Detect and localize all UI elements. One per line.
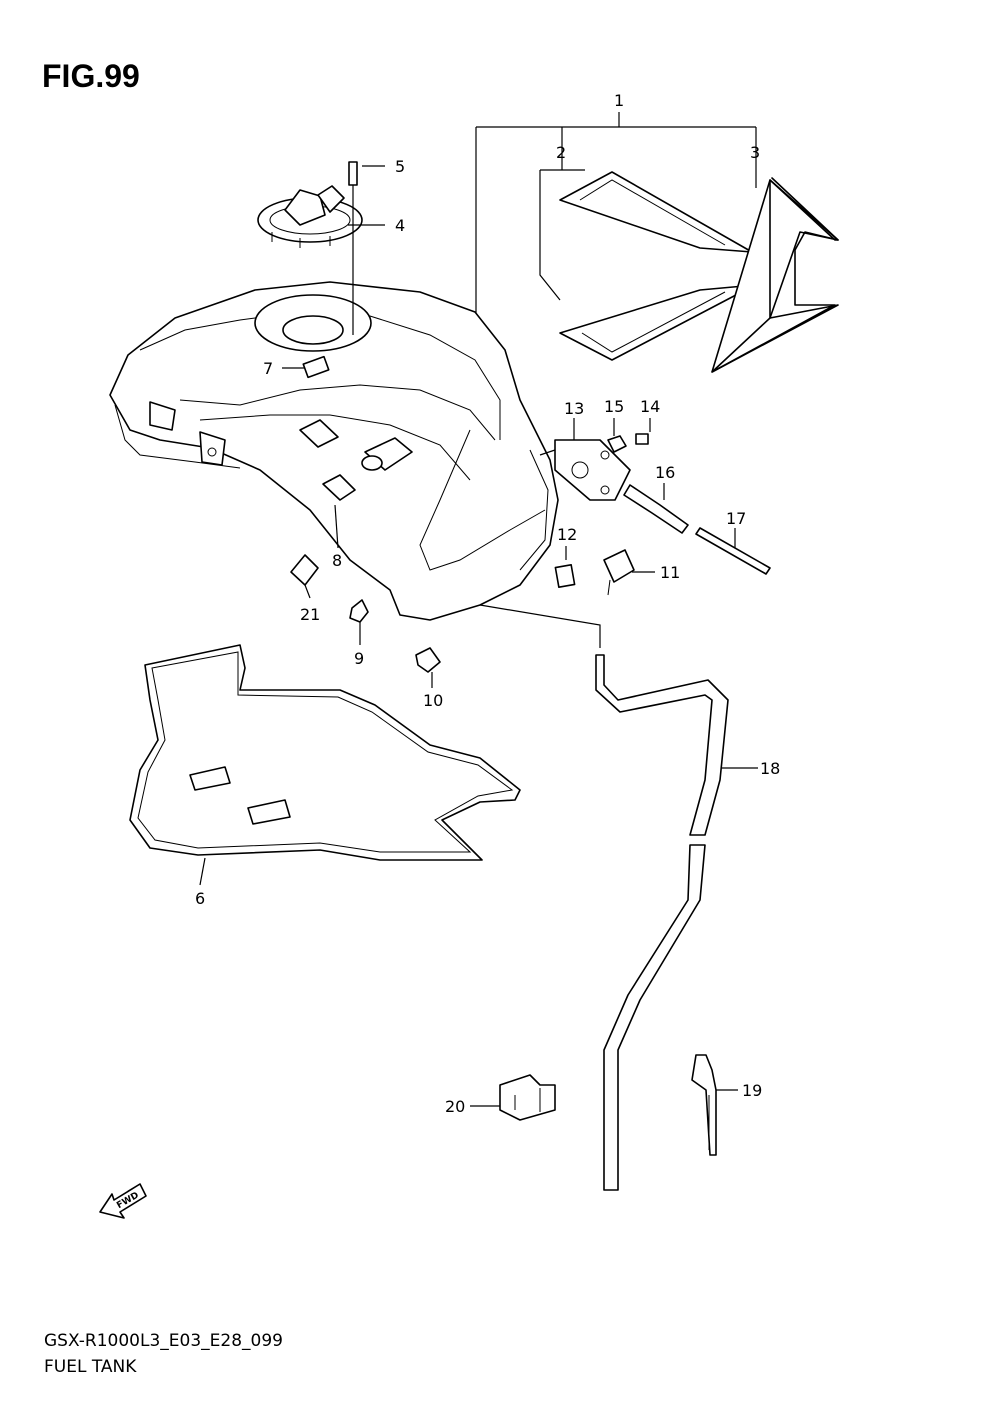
callout-15: 15	[604, 397, 624, 416]
callout-19: 19	[742, 1081, 762, 1100]
callout-10: 10	[423, 691, 443, 710]
callout-18: 18	[760, 759, 780, 778]
decal-left-upper	[559, 171, 753, 253]
callout-1: 1	[614, 91, 624, 110]
damper-11	[603, 549, 635, 583]
callout-20: 20	[445, 1097, 465, 1116]
footer-section-name: FUEL TANK	[44, 1357, 137, 1377]
fuel-tank	[109, 281, 601, 648]
decal-set-group	[475, 112, 839, 373]
callout-11: 11	[660, 563, 680, 582]
callout-14: 14	[640, 397, 660, 416]
callout-12: 12	[557, 525, 577, 544]
footer-model-code: GSX-R1000L3_E03_E28_099	[44, 1331, 283, 1351]
small-parts	[290, 549, 635, 673]
hose-clamp	[499, 1074, 556, 1121]
cushion-12	[554, 563, 576, 589]
cushion-21	[290, 554, 319, 586]
leader-lines	[199, 165, 758, 1107]
callout-2: 2	[556, 143, 566, 162]
heat-insulator	[129, 644, 521, 861]
callout-6: 6	[195, 889, 205, 908]
cushion-10	[415, 647, 441, 673]
cable-tie	[691, 1054, 717, 1156]
decal-right	[711, 177, 839, 373]
callout-9: 9	[354, 649, 364, 668]
callout-5: 5	[395, 157, 405, 176]
grommet-9	[349, 599, 369, 623]
cushion-7	[302, 355, 330, 379]
forward-arrow-icon: FWD	[99, 1183, 147, 1219]
callout-3: 3	[750, 143, 760, 162]
callout-21: 21	[300, 605, 320, 624]
mounting-bracket-assembly	[539, 433, 771, 575]
callout-16: 16	[655, 463, 675, 482]
callout-7: 7	[263, 359, 273, 378]
callout-17: 17	[726, 509, 746, 528]
fuel-hose	[595, 654, 729, 1191]
callout-4: 4	[395, 216, 405, 235]
figure-title: FIG.99	[42, 58, 140, 94]
callout-8: 8	[332, 551, 342, 570]
callout-labels: 1 2 3 4 5 6 7 8 9 10 11 12 13 14 15 16 1…	[195, 91, 780, 1116]
fuel-cap-assembly	[257, 161, 363, 335]
callout-13: 13	[564, 399, 584, 418]
